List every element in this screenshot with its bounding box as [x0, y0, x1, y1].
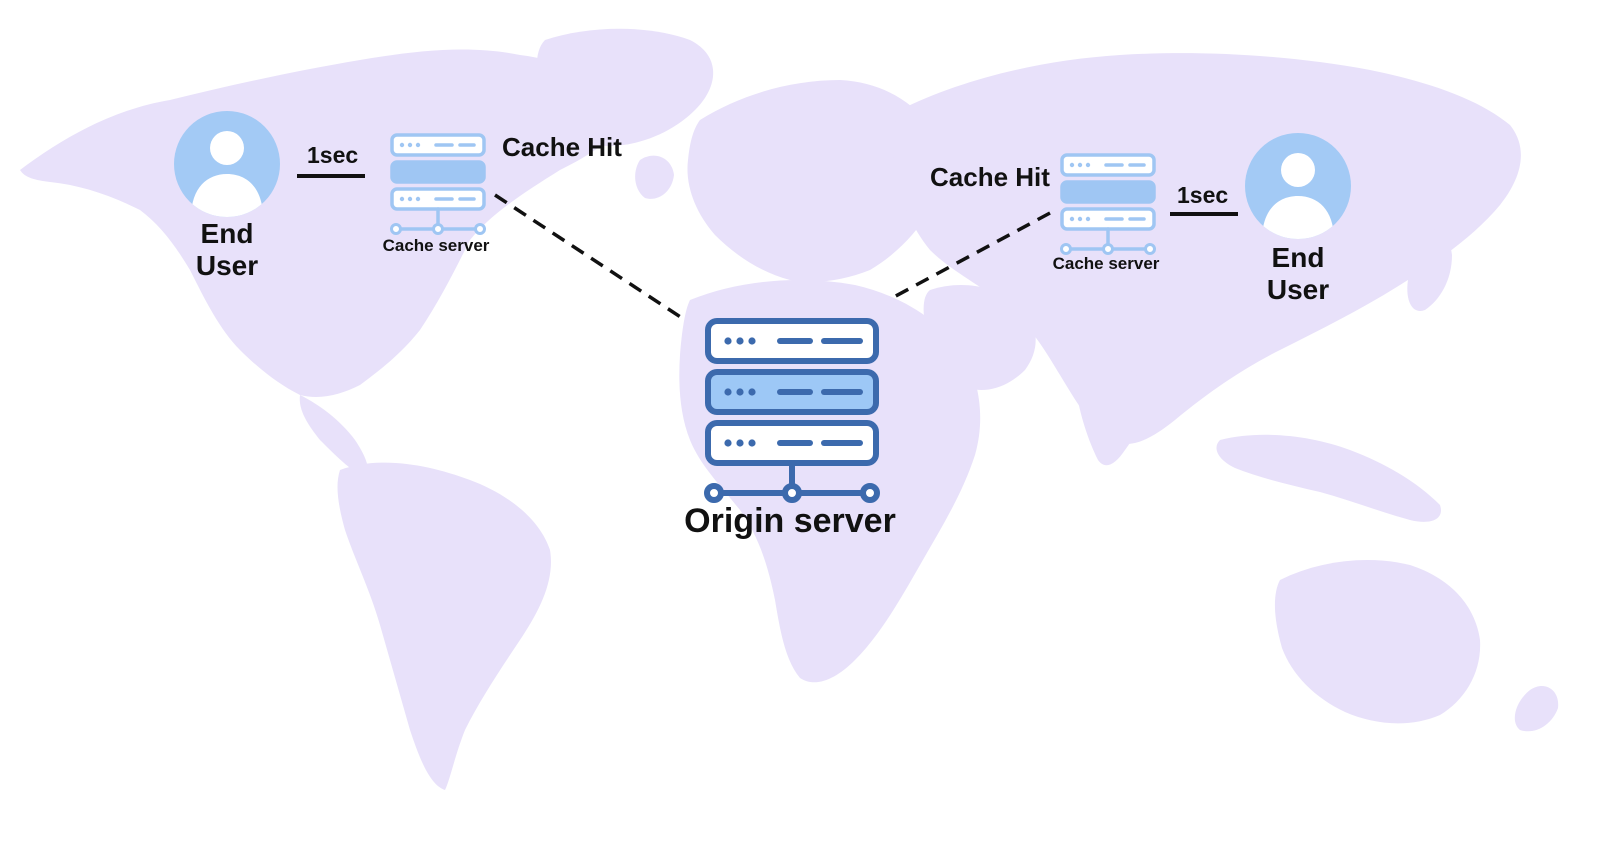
map-central-america — [299, 395, 368, 478]
cache-server-left-label: Cache server — [382, 236, 490, 255]
end-user-right-label: End User — [1228, 242, 1368, 306]
latency-left-label: 1sec — [307, 142, 359, 168]
connector-right-to-origin — [891, 211, 1051, 300]
map-uk — [635, 155, 674, 199]
map-japan — [1407, 228, 1452, 311]
end-user-right-line2: User — [1266, 274, 1330, 305]
latency-right-label: 1sec — [1177, 182, 1229, 208]
map-new-zealand — [1514, 686, 1559, 732]
connector-left-to-origin — [494, 193, 683, 320]
cache-hit-left-label: Cache Hit — [502, 132, 622, 162]
map-south-america — [337, 462, 551, 790]
server-icon — [1060, 153, 1156, 255]
map-asia — [893, 53, 1521, 444]
end-user-right-line1: End — [1271, 242, 1325, 273]
server-icon — [704, 318, 880, 503]
cache-hit-right-label: Cache Hit — [930, 162, 1050, 192]
end-user-left-label: End User — [157, 218, 297, 282]
server-icon — [390, 133, 486, 235]
user-avatar-icon — [1245, 133, 1351, 239]
cache-server-right-label: Cache server — [1052, 254, 1160, 273]
map-southeast-asia — [1216, 434, 1441, 522]
map-australia — [1274, 560, 1481, 724]
map-europe — [687, 80, 942, 282]
user-avatar-icon — [174, 111, 280, 217]
map-greenland — [536, 28, 714, 146]
end-user-left-line1: End — [200, 218, 254, 249]
map-india — [1075, 358, 1147, 466]
latency-right-line — [1170, 212, 1238, 216]
map-north-america — [20, 49, 622, 397]
map-arabia — [923, 285, 1036, 390]
origin-server-label: Origin server — [684, 502, 896, 540]
latency-left-line — [297, 174, 365, 178]
end-user-left-line2: User — [195, 250, 259, 281]
